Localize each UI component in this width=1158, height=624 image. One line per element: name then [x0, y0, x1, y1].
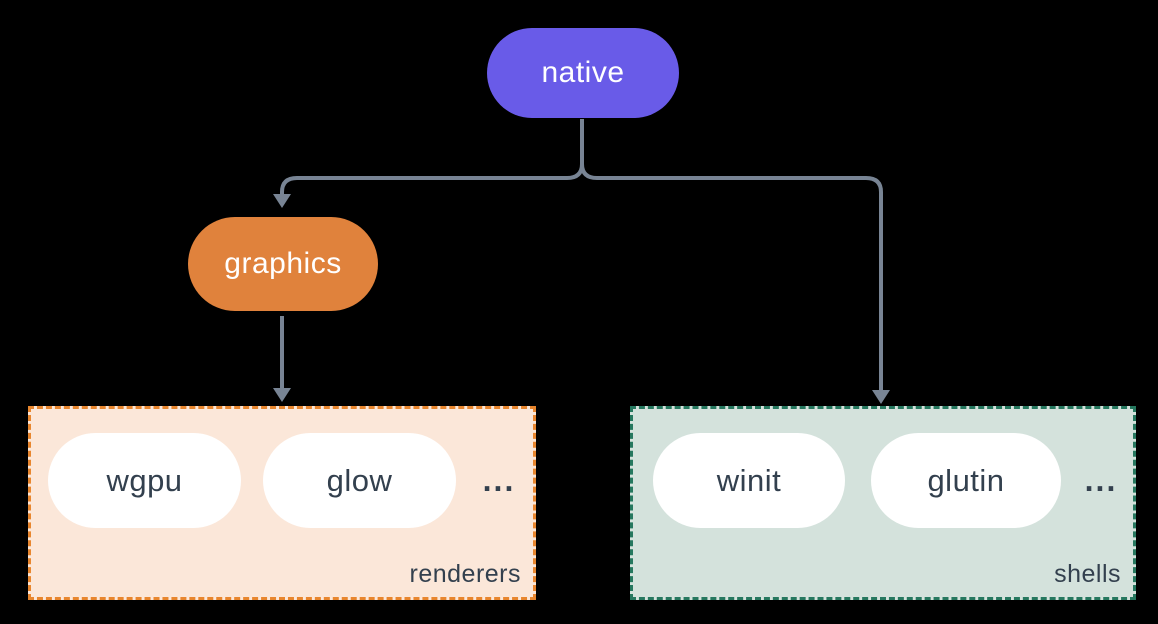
node-graphics-label: graphics: [224, 247, 342, 280]
connector-native-to-graphics: [280, 119, 584, 195]
connector-native-to-shells: [580, 119, 883, 391]
node-winit: winit: [653, 433, 845, 528]
node-wgpu-label: wgpu: [106, 462, 183, 498]
node-glow-label: glow: [326, 462, 393, 498]
renderers-ellipsis: ...: [482, 462, 516, 498]
group-shells-label: shells: [1054, 560, 1121, 588]
arrowhead-renderers: [273, 388, 291, 402]
node-glutin: glutin: [871, 433, 1061, 528]
node-graphics: graphics: [188, 217, 378, 311]
group-renderers-label: renderers: [409, 560, 521, 588]
node-glow: glow: [263, 433, 456, 528]
node-wgpu: wgpu: [48, 433, 241, 528]
node-native-label: native: [541, 56, 625, 89]
node-native: native: [487, 28, 679, 118]
arrowhead-graphics: [273, 194, 291, 208]
node-glutin-label: glutin: [927, 462, 1005, 498]
node-winit-label: winit: [716, 462, 782, 498]
group-renderers: wgpu glow ... renderers: [28, 406, 536, 600]
arrowhead-shells: [872, 390, 890, 404]
shells-ellipsis: ...: [1084, 462, 1118, 498]
group-shells: winit glutin ... shells: [630, 406, 1136, 600]
